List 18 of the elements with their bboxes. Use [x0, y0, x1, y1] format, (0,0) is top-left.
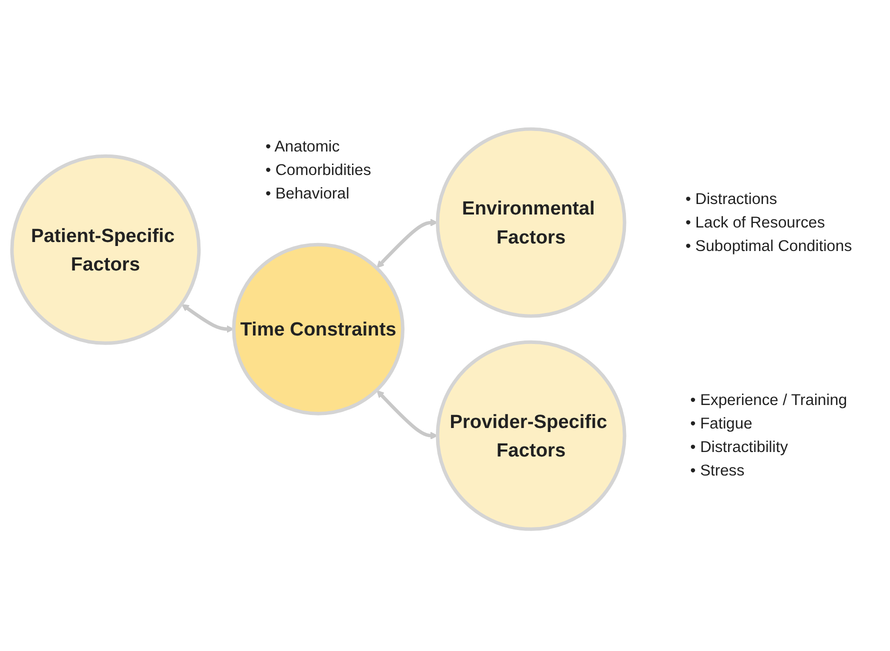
node-label: • Anatomic: [265, 138, 340, 155]
arrow: [376, 218, 438, 268]
diagram: Patient-Specific Factors • Anatomic • Comorbidities • Behavioral Time Constraints Environmental Factors • Distractions • Lack of Resources • Suboptimal Conditions Provider-Specific Factors • Experience / Training • Fatigue • Distractibility • Stress: [5, 114, 885, 536]
node-circle: [436, 340, 626, 531]
node-circle: [436, 127, 626, 318]
node-label: • Comorbidities: [265, 161, 372, 178]
node-circle: [232, 242, 404, 416]
arrow: [181, 304, 234, 333]
node-label: • Behavioral: [265, 184, 350, 202]
node-circle: [10, 154, 201, 345]
node-label: • Stress: [690, 462, 744, 480]
node-label: • Distractibility: [690, 438, 788, 456]
node-label: • Suboptimal Conditions: [685, 236, 852, 254]
node-label: • Lack of Resources: [685, 213, 825, 231]
node-label: • Distractions: [685, 190, 778, 208]
node-label: • Experience / Training: [690, 391, 848, 409]
node-label: • Fatigue: [690, 414, 752, 432]
arrow: [376, 390, 438, 440]
